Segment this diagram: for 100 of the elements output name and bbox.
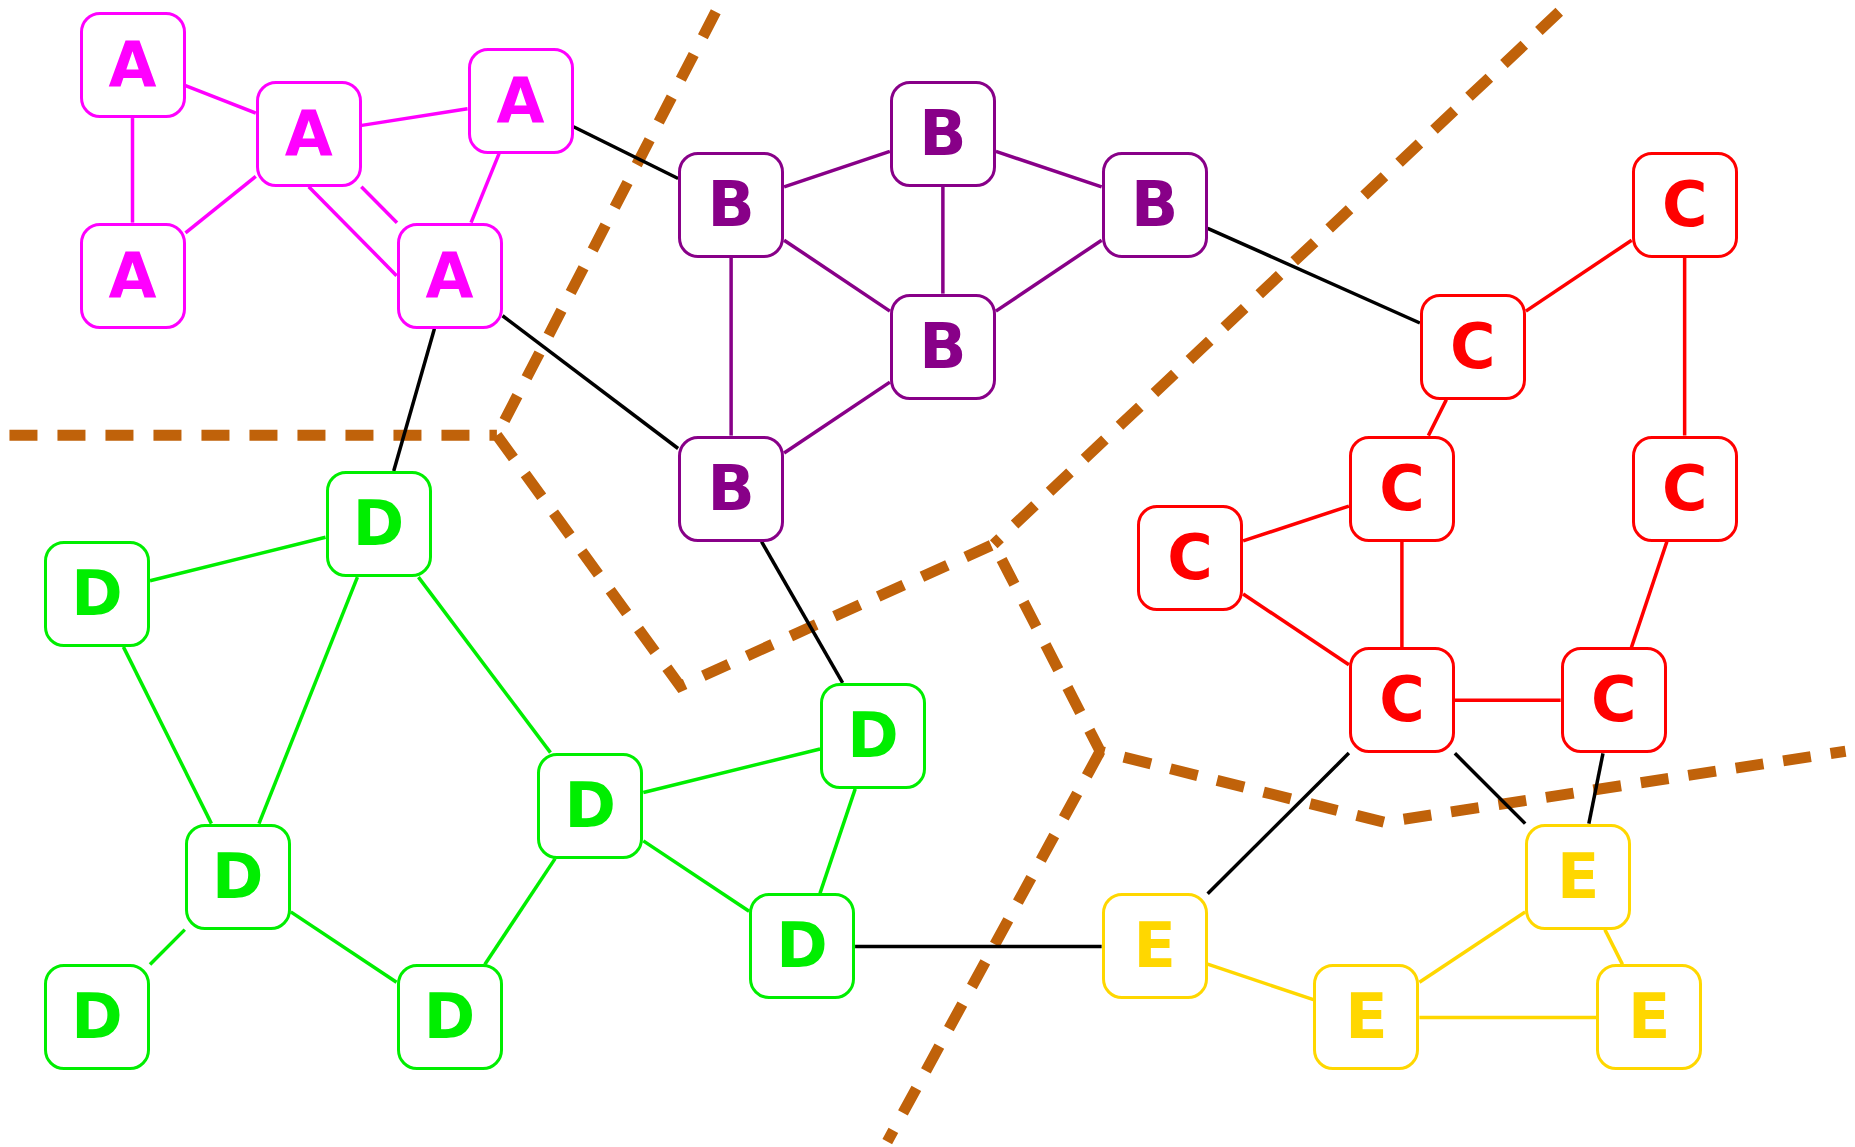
connector-line — [1207, 962, 1314, 1002]
connector-line — [1524, 238, 1633, 313]
node-label: E — [1345, 986, 1388, 1049]
node-box — [44, 964, 150, 1071]
connector-line — [760, 540, 845, 684]
connector-line — [149, 535, 326, 583]
node-box — [1560, 647, 1667, 754]
connector-line — [642, 747, 821, 795]
connector-line — [1426, 398, 1448, 437]
connector-line — [572, 125, 679, 181]
connector-line — [289, 910, 398, 984]
connector-line — [855, 944, 1102, 949]
connector-line — [1453, 752, 1527, 825]
connector-line — [392, 328, 437, 472]
connector-line — [148, 928, 187, 966]
node-box — [1419, 293, 1526, 400]
node-box — [889, 293, 996, 400]
node-label: C — [1661, 173, 1708, 236]
node-label: B — [707, 457, 755, 520]
node-box — [889, 80, 996, 187]
connector-line — [483, 857, 557, 966]
node-label: C — [1167, 527, 1213, 590]
connector-line — [941, 186, 945, 294]
node-box — [1631, 151, 1738, 258]
connector-line — [1603, 928, 1624, 966]
node-label: E — [1556, 845, 1600, 908]
connector-line — [417, 576, 552, 754]
node-box — [1348, 647, 1455, 754]
connector-line — [121, 646, 213, 825]
node-box — [749, 893, 856, 1000]
node-label: D — [776, 915, 828, 978]
node-label: D — [847, 704, 899, 767]
node-box — [79, 222, 186, 329]
node-box — [1596, 964, 1703, 1071]
node-label: A — [108, 34, 157, 97]
node-label: D — [71, 986, 123, 1049]
connector-line — [994, 238, 1103, 313]
connector-line — [1400, 541, 1404, 648]
connector-line — [1682, 257, 1687, 436]
node-label: B — [919, 315, 967, 378]
node-label: B — [1131, 173, 1179, 236]
node-label: D — [71, 562, 123, 625]
node-box — [325, 471, 432, 578]
node-label: A — [496, 69, 545, 132]
connector-line — [130, 118, 135, 223]
connector-line — [729, 257, 733, 436]
node-label: C — [1379, 669, 1425, 732]
node-box — [1631, 435, 1738, 542]
connector-line — [361, 107, 468, 128]
connector-line — [360, 185, 399, 224]
connector-line — [1587, 753, 1605, 824]
connector-line — [307, 185, 398, 277]
connector-line — [1418, 910, 1527, 984]
node-box — [1313, 964, 1420, 1071]
node-box — [184, 823, 291, 930]
node-box — [1101, 151, 1208, 258]
node-label: C — [1450, 315, 1496, 378]
node-box — [396, 964, 503, 1071]
connector-line — [184, 175, 257, 235]
connector-line — [1206, 226, 1421, 325]
connector-line — [1242, 592, 1350, 667]
node-label: A — [284, 102, 333, 165]
connector-line — [1242, 504, 1350, 543]
connector-line — [1206, 751, 1351, 895]
node-box — [1137, 505, 1244, 612]
node-box — [1348, 435, 1455, 542]
node-box — [1525, 823, 1632, 930]
node-box — [396, 222, 503, 329]
node-label: D — [212, 845, 264, 908]
node-box — [255, 80, 362, 187]
node-label: C — [1661, 457, 1708, 520]
node-label: C — [1590, 669, 1637, 732]
connector-line — [1419, 1015, 1597, 1020]
node-label: A — [425, 244, 474, 307]
connector-line — [995, 149, 1103, 189]
node-label: B — [707, 173, 755, 236]
node-label: A — [108, 244, 157, 307]
node-label: D — [352, 493, 405, 556]
node-label: E — [1627, 986, 1671, 1049]
connector-line — [184, 84, 257, 115]
node-box — [678, 435, 785, 542]
node-box — [678, 151, 785, 258]
connector-line — [783, 380, 891, 455]
node-box — [1101, 893, 1208, 1000]
node-box — [537, 752, 644, 859]
connector-line — [642, 839, 751, 913]
connector-line — [469, 152, 501, 224]
node-label: D — [423, 986, 476, 1049]
connector-line — [783, 149, 891, 189]
connector-line — [818, 788, 857, 894]
node-box — [44, 540, 150, 647]
connector-line — [257, 576, 360, 825]
node-label: D — [564, 774, 617, 837]
connector-line — [1454, 698, 1561, 703]
node-label: E — [1133, 915, 1176, 978]
connector-line — [783, 238, 891, 313]
connector-line — [501, 314, 680, 450]
node-box — [820, 682, 927, 789]
node-label: B — [919, 102, 967, 165]
connector-line — [1629, 541, 1669, 648]
